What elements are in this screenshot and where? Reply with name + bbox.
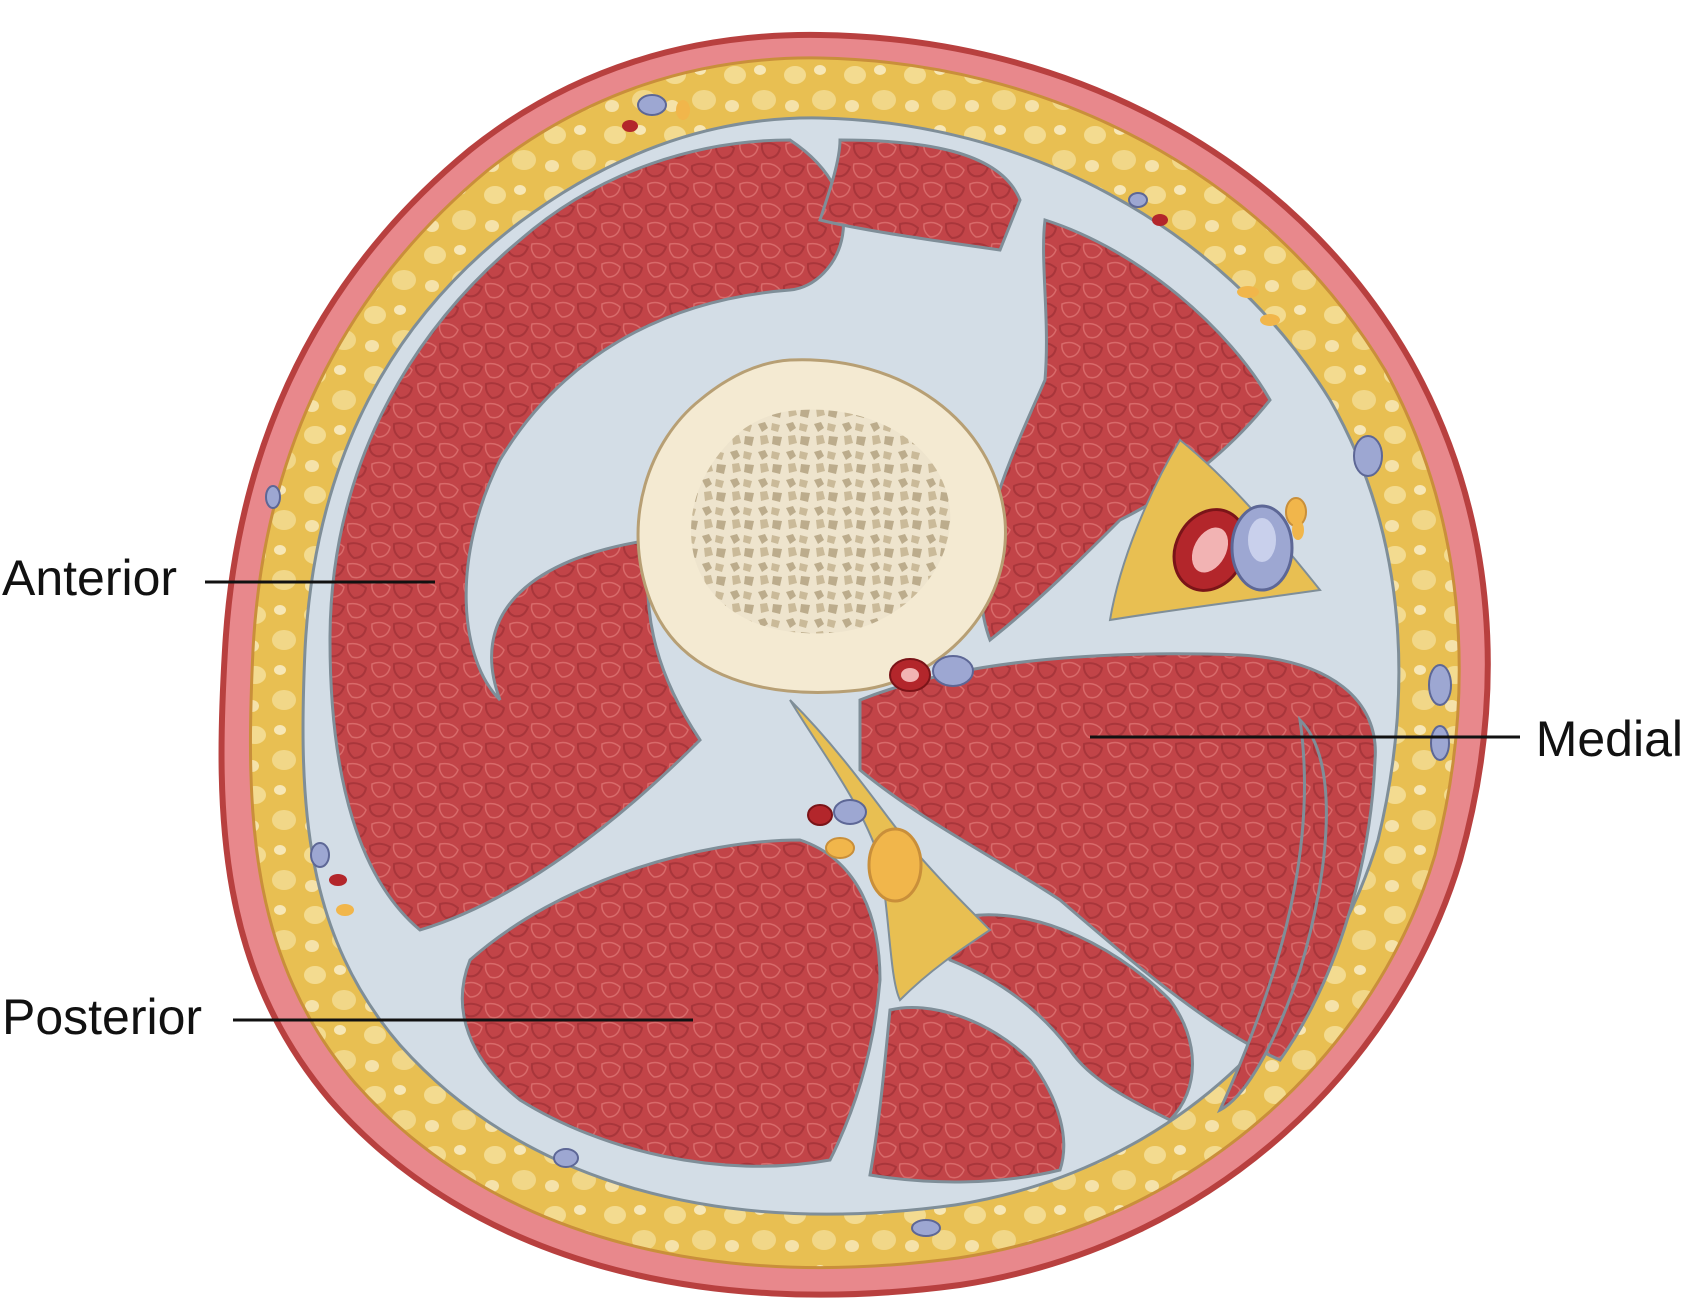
medial-compartment-muscle-inner	[1216, 715, 1328, 1114]
superficial-vein	[265, 485, 281, 509]
superficial-vein	[1430, 725, 1450, 761]
superficial-vein	[553, 1148, 579, 1168]
anterior-compartment-muscle	[328, 138, 846, 932]
femoral-artery-lumen	[1191, 527, 1229, 573]
label-posterior: Posterior	[2, 989, 202, 1045]
posterior-compartment-muscle-3	[948, 913, 1194, 1122]
deep-femoral-artery-lumen	[901, 668, 919, 682]
posterior-vein	[833, 799, 867, 825]
superficial-vein	[310, 842, 330, 868]
superficial-nerve	[676, 100, 690, 120]
femur-marrow	[691, 409, 951, 634]
posterior-compartment-muscle	[460, 838, 882, 1168]
small-nerve-branch	[825, 837, 855, 859]
femoral-vein-lumen	[1248, 518, 1276, 562]
superficial-vein	[1428, 664, 1452, 706]
anterior-compartment-muscle-lateral	[979, 218, 1272, 643]
great-saphenous-vein	[1353, 435, 1383, 477]
posterior-artery	[807, 804, 833, 826]
superficial-nerve	[336, 904, 354, 916]
superficial-vein	[637, 94, 667, 116]
anterior-compartment-muscle-upper	[818, 138, 1022, 252]
medial-compartment-muscle	[858, 652, 1377, 1062]
label-anterior: Anterior	[2, 550, 177, 606]
superficial-nerve	[1260, 314, 1280, 326]
label-medial: Medial	[1536, 711, 1683, 767]
superficial-artery	[329, 874, 347, 886]
superficial-artery	[622, 120, 638, 132]
sciatic-nerve	[867, 827, 923, 903]
superficial-nerve	[1237, 286, 1259, 298]
superficial-vein	[911, 1219, 941, 1237]
deep-femoral-vein	[932, 655, 974, 687]
superficial-nerve	[1292, 520, 1304, 540]
superficial-artery	[1152, 214, 1168, 226]
superficial-vein	[1128, 192, 1148, 208]
posterior-compartment-muscle-2	[868, 1005, 1066, 1184]
